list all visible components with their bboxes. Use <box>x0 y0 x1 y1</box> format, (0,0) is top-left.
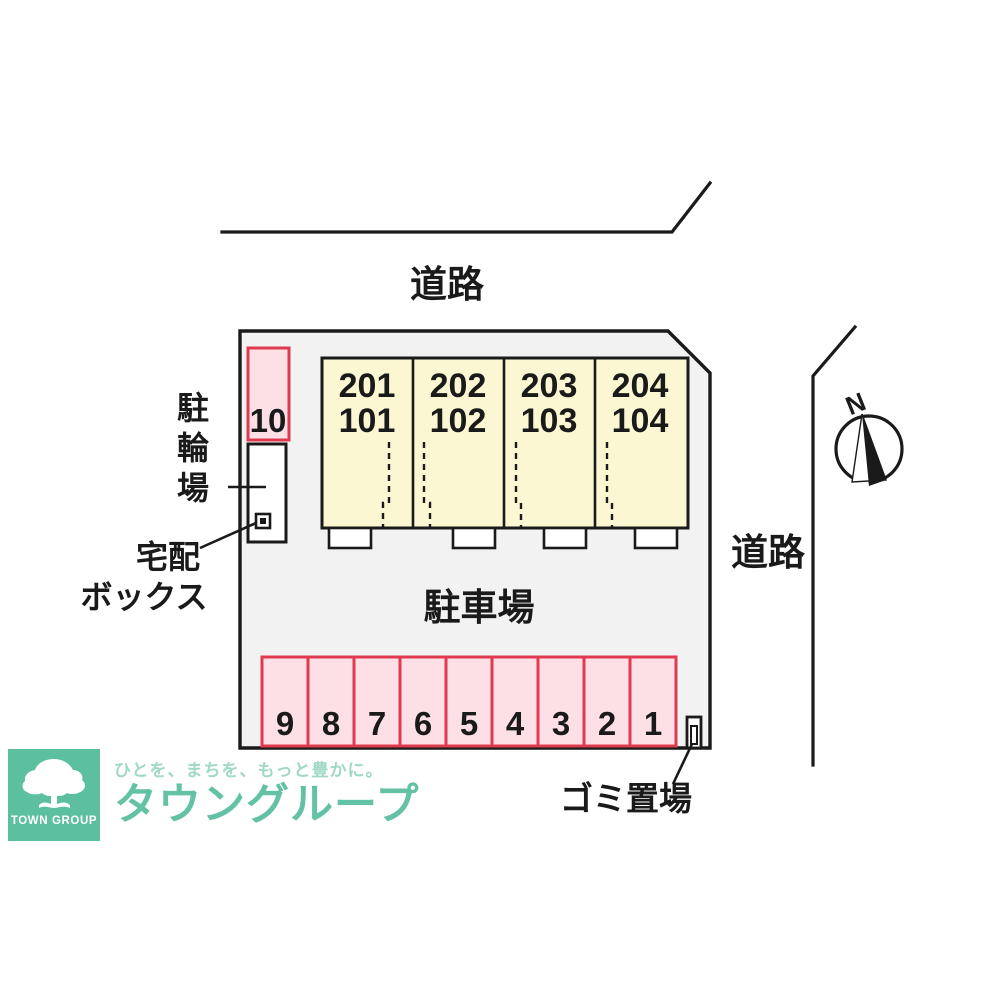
parking-stall-label: 5 <box>460 705 478 742</box>
tree-icon <box>22 759 85 808</box>
unit-block-3: 203 103 <box>514 367 588 550</box>
parking-stall-4[interactable]: 4 <box>490 655 540 748</box>
road-top-label: 道路 <box>410 263 485 306</box>
parking-row-bottom: 9 8 7 6 5 <box>260 655 678 748</box>
delivery-box-icon <box>254 512 272 530</box>
parking-stall-5[interactable]: 5 <box>444 655 494 748</box>
delivery-box-label-line2: ボックス <box>80 578 207 616</box>
parking-stall-6[interactable]: 6 <box>398 655 448 748</box>
svg-text:場: 場 <box>177 469 209 507</box>
trash-area-label: ゴミ置場 <box>560 779 692 818</box>
svg-text:駐: 駐 <box>177 389 209 427</box>
parking-stall-9[interactable]: 9 <box>260 655 310 748</box>
parking-stall-label: 1 <box>644 705 662 742</box>
unit-block-1: 201 101 <box>327 367 396 550</box>
parking-stall-label: 7 <box>368 705 386 742</box>
svg-text:輪: 輪 <box>177 429 209 467</box>
parking-stall-2[interactable]: 2 <box>582 655 632 748</box>
road-right-label: 道路 <box>731 531 806 574</box>
parking-stall-3[interactable]: 3 <box>536 655 586 748</box>
parking-stall-1[interactable]: 1 <box>628 655 678 748</box>
parking-stall-10[interactable]: 10 <box>246 346 291 442</box>
unit-block-2: 202 102 <box>422 367 497 550</box>
apartment-building: 201 101 202 102 203 103 204 <box>320 356 690 550</box>
parking-stall-label: 4 <box>506 705 525 742</box>
logo-mark: TOWN GROUP <box>8 749 100 841</box>
unit-upper-label: 202 <box>430 367 487 405</box>
unit-lower-label: 104 <box>612 402 669 440</box>
unit-lower-label: 101 <box>339 402 396 440</box>
unit-lower-label: 103 <box>521 402 578 440</box>
parking-stall-label: 8 <box>322 705 340 742</box>
parking-stall-label: 6 <box>414 705 432 742</box>
parking-area-label: 駐車場 <box>424 586 535 629</box>
north-arrow: N <box>834 386 904 486</box>
parking-stall-label: 2 <box>598 705 616 742</box>
parking-stall-7[interactable]: 7 <box>352 655 402 748</box>
unit-upper-label: 204 <box>612 367 669 405</box>
parking-stall-label: 3 <box>552 705 570 742</box>
parking-stall-label: 9 <box>276 705 294 742</box>
road-top-boundary <box>220 180 713 234</box>
trash-area-marker <box>671 715 703 785</box>
parking-stall-10-label: 10 <box>250 402 287 439</box>
unit-lower-label: 102 <box>430 402 487 440</box>
logo-text-block: ひとを、まちを、もっと豊かに。 タウングループ <box>114 762 419 828</box>
road-right-boundary <box>811 324 858 767</box>
logo-tagline: ひとを、まちを、もっと豊かに。 <box>114 761 384 782</box>
logo-name: タウングループ <box>114 779 420 830</box>
town-group-logo: TOWN GROUP ひとを、まちを、もっと豊かに。 タウングループ <box>8 745 418 845</box>
unit-upper-label: 201 <box>339 367 396 405</box>
delivery-box-label-line1: 宅配 <box>136 538 200 576</box>
unit-block-4: 204 104 <box>605 367 679 550</box>
unit-upper-label: 203 <box>521 367 578 405</box>
logo-mark-text: TOWN GROUP <box>10 815 98 827</box>
parking-stall-8[interactable]: 8 <box>306 655 356 748</box>
bicycle-parking-label: 駐 輪 場 <box>177 389 209 507</box>
bicycle-parking-area <box>199 442 288 550</box>
